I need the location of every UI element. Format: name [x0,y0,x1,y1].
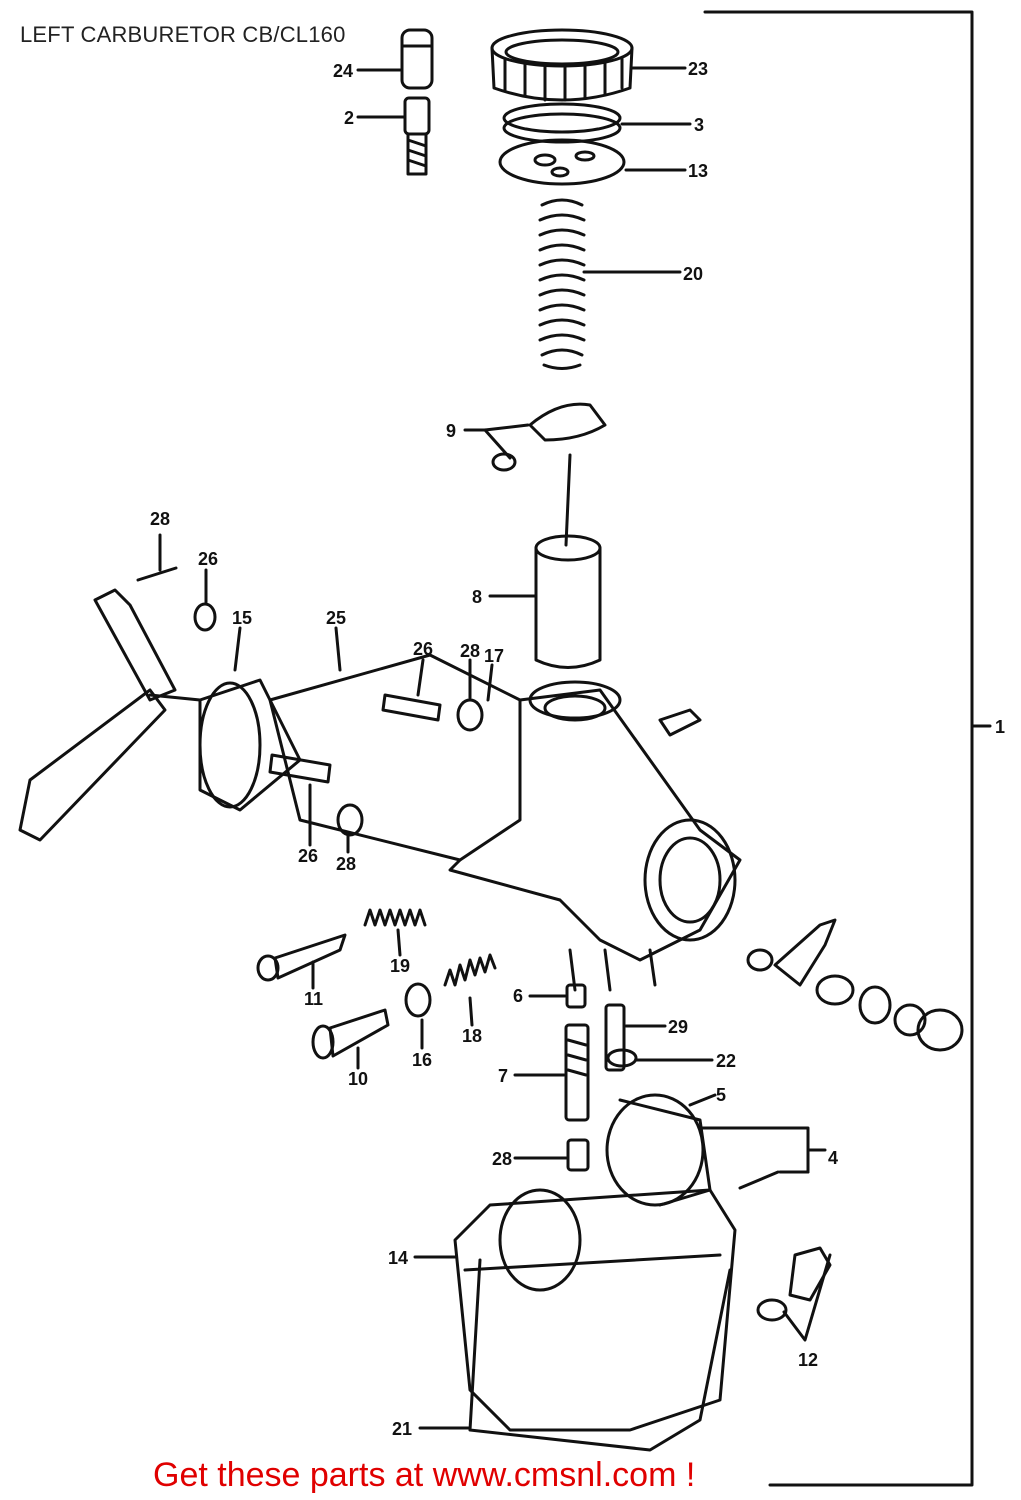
part-24-cap [400,28,434,90]
carburetor-body [198,653,742,992]
part-5-float [605,1093,712,1207]
callout-5: 5 [716,1085,726,1105]
callout-23: 23 [688,59,708,79]
callout-17: 17 [484,646,504,666]
callout-24: 24 [333,61,353,81]
callout-15: 15 [232,608,252,628]
part-7-needle-jet-holder [564,1023,590,1122]
callout-28-lower: 28 [336,854,356,874]
part-30-jet [566,1138,590,1172]
part-11-screw [256,933,347,982]
callout-10: 10 [348,1069,368,1089]
part-26-screw-lower [268,753,332,784]
part-2-adjuster [403,96,431,176]
part-29-pin [136,566,178,582]
callout-8: 8 [472,587,482,607]
callout-1: 1 [995,717,1005,737]
part-31-tube [604,1003,626,1072]
part-20-spring [538,198,586,370]
callout-14: 14 [388,1248,408,1268]
part-14-float-chamber [453,1188,737,1432]
callout-27: 26 [198,549,218,569]
callout-11: 11 [304,989,323,1009]
part-3-seal [502,102,622,144]
assembly-bracket [703,10,974,1487]
part-16-washer [404,982,432,1018]
callout-26-upper: 26 [413,639,433,659]
callout-30: 28 [492,1149,512,1169]
part-21-clip [468,1258,732,1452]
choke-lever-parts [746,918,964,1052]
callout-26-lower: 26 [298,846,318,866]
callout-2: 2 [344,108,354,128]
part-15-lever [18,588,202,842]
part-22-washer [606,1048,638,1068]
part-4-pin [738,1170,780,1190]
part-12-drain-screw [756,1246,832,1322]
callout-31: 29 [668,1017,688,1037]
callout-7: 7 [498,1066,508,1086]
part-23-top-ring [490,28,634,102]
callout-22: 22 [716,1051,736,1071]
callout-13: 13 [688,161,708,181]
part-19-spring [363,908,427,927]
callout-21: 21 [392,1419,412,1439]
callout-4: 4 [828,1148,838,1168]
callout-28-upper: 28 [460,641,480,661]
part-8-throttle-valve [534,534,602,669]
part-13-plate [498,138,626,186]
callout-9: 9 [446,421,456,441]
callout-20: 20 [683,264,703,284]
callout-16: 16 [412,1050,432,1070]
part-10-screw [311,1008,390,1060]
callout-6: 6 [513,986,523,1006]
callout-29: 28 [150,509,170,529]
part-28-washer-upper [456,698,484,732]
callout-19: 19 [390,956,410,976]
footer-link[interactable]: Get these parts at www.cmsnl.com ! [153,1456,696,1494]
page-title: LEFT CARBURETOR CB/CL160 [20,22,346,47]
callout-3: 3 [694,115,704,135]
callout-18: 18 [462,1026,482,1046]
part-18-spring [443,953,497,987]
part-27-washer [193,602,217,632]
part-28-washer-lower [336,803,364,837]
part-6-jet [565,983,587,1009]
part-26-screw-upper [381,693,442,722]
callout-12: 12 [798,1350,818,1370]
callout-25: 25 [326,608,346,628]
part-9-clip-needle [491,402,607,547]
